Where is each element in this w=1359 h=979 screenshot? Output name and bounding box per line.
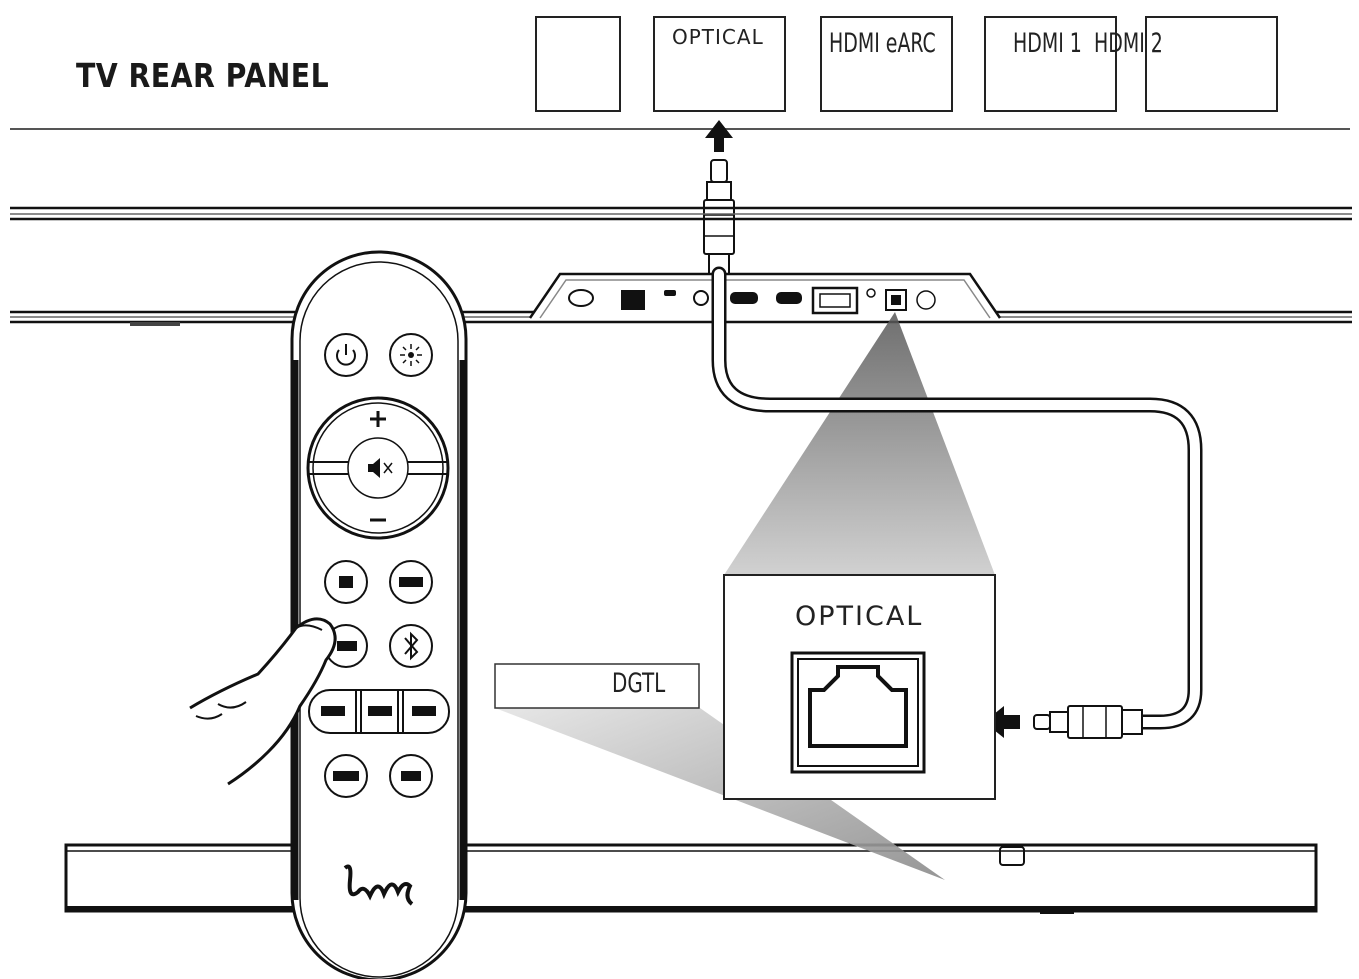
zoom-beam [724, 312, 995, 575]
callout-optical-label: OPTICAL [795, 601, 924, 632]
hdmi-2-port-label: HDMI 2 [1094, 28, 1163, 59]
remote-control-icon [290, 250, 468, 979]
optical-port-label: OPTICAL [672, 25, 764, 49]
arrow-up-icon [705, 120, 733, 152]
optical-plug-icon [703, 159, 735, 275]
optical-callout-box [723, 574, 996, 800]
optical-port-icon [790, 651, 926, 774]
arrow-left-icon [984, 706, 1020, 738]
optical-plug-icon [1033, 705, 1143, 739]
hdmi-1-port-label: HDMI 1 [1013, 28, 1082, 59]
dgtl-label-box [494, 663, 700, 709]
headphone-port-box [535, 16, 621, 112]
soundbar-rear-edge [10, 206, 1352, 326]
brand-logo [343, 864, 414, 906]
hdmi-earc-port-box [820, 16, 953, 112]
display-beam [495, 708, 945, 880]
hdmi-2-port-box [1145, 16, 1278, 112]
soundbar-icon [64, 843, 1318, 914]
soundbar-connector-bay [528, 272, 1002, 319]
panel-title: TV REAR PANEL [76, 56, 330, 95]
input-display-label: DGTL [612, 668, 666, 699]
hand-icon [189, 617, 337, 786]
hdmi-earc-port-label: HDMI eARC [829, 28, 936, 59]
optical-port-box [653, 16, 786, 112]
hdmi-1-port-box [984, 16, 1117, 112]
